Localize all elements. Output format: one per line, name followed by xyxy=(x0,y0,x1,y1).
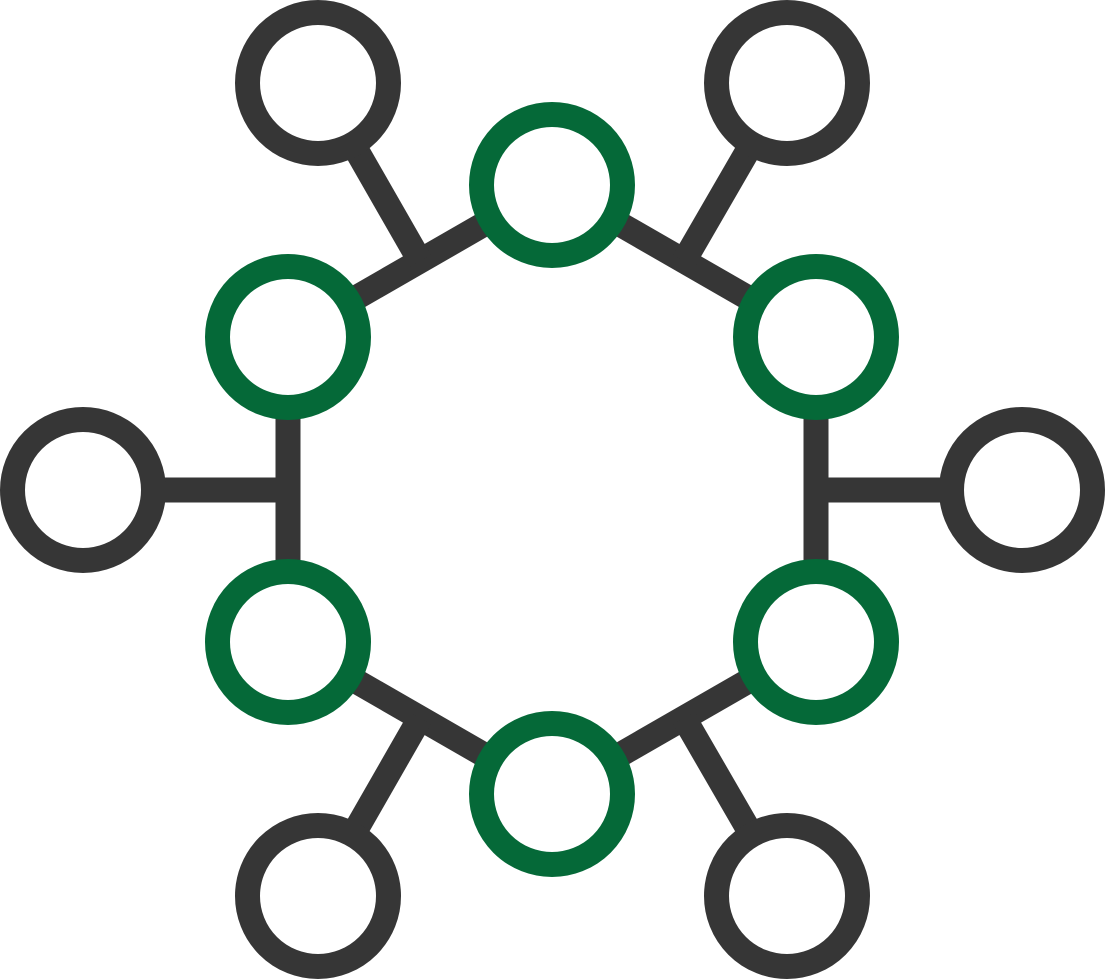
ring-node-upper-right xyxy=(733,254,899,420)
outer-node-left xyxy=(0,407,166,573)
outer-node-top-right xyxy=(704,0,870,166)
outer-node-top-left xyxy=(235,0,401,166)
ring-node-bottom xyxy=(469,711,635,877)
outer-node-right xyxy=(939,407,1105,573)
ring-node-lower-right xyxy=(733,559,899,725)
ring-node-lower-left xyxy=(205,559,371,725)
ring-node-top xyxy=(469,102,635,268)
outer-node-bottom-left xyxy=(235,813,401,979)
ring-node-upper-left xyxy=(205,254,371,420)
outer-node-bottom-right xyxy=(704,813,870,979)
ring-nodes xyxy=(205,102,899,877)
